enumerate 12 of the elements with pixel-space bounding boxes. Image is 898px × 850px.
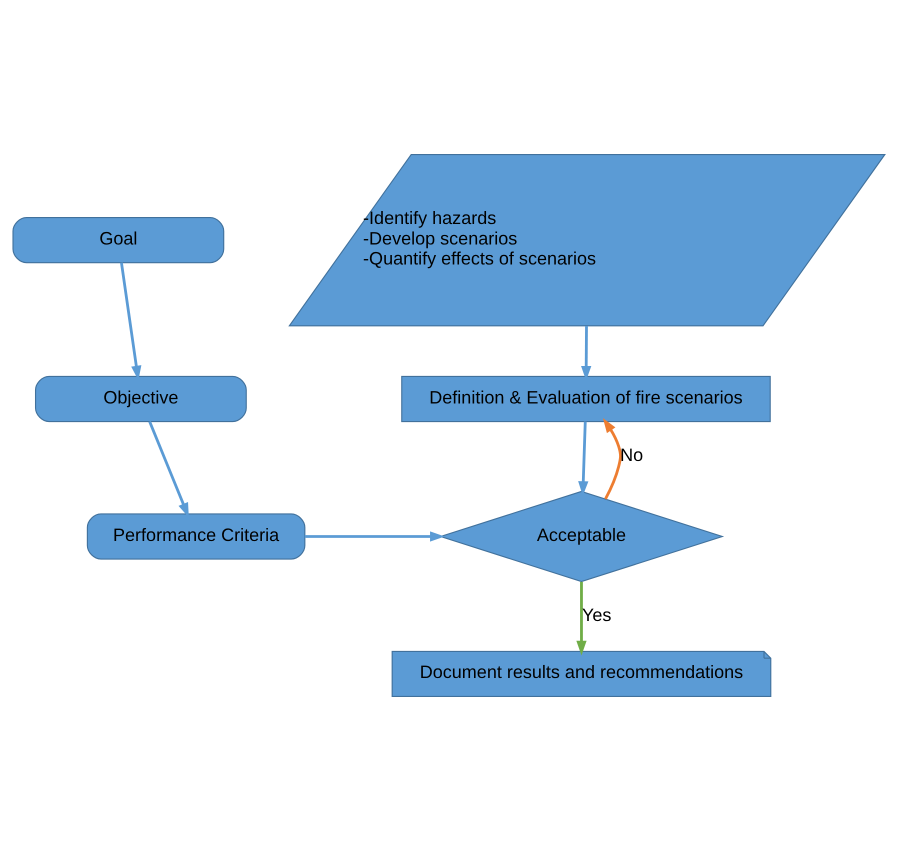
arrow [148, 420, 189, 518]
arrow [304, 530, 445, 542]
node-box: Objective [34, 375, 247, 422]
arrow [602, 418, 622, 500]
node-box: Performance Criteria [86, 512, 306, 560]
edge-label: Yes [582, 604, 612, 624]
arrow [120, 262, 142, 380]
edge-label: No [620, 444, 644, 464]
arrow [578, 421, 588, 496]
node-box: Definition & Evaluation of fire scenarios [401, 375, 771, 422]
arrow [576, 581, 587, 655]
node-box: Goal [12, 216, 224, 263]
